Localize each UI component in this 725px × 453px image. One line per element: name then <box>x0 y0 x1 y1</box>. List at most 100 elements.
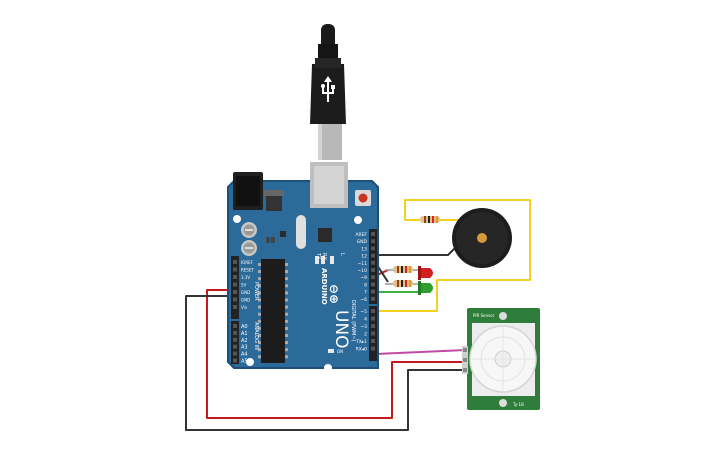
pir-sensor: PIR Sensor Ty-1B <box>462 308 540 410</box>
digital-pin-label: 7 <box>364 290 367 296</box>
analog-pin[interactable] <box>233 351 237 356</box>
chip-pin <box>258 326 261 330</box>
digital-pin-label: ~11 <box>358 261 368 267</box>
power-pin[interactable] <box>233 290 237 294</box>
chip-pin <box>285 341 288 345</box>
power-pin-label: IOREF <box>241 260 254 265</box>
power-pin[interactable] <box>233 305 237 309</box>
capacitor <box>241 222 257 238</box>
power-pin-label: Vin <box>241 305 248 310</box>
crystal-oscillator <box>296 215 306 249</box>
chip-pin <box>285 263 288 266</box>
digital-pin[interactable] <box>371 268 375 272</box>
analog-pin-label: A0 <box>241 324 248 330</box>
digital-pin[interactable] <box>371 346 375 351</box>
power-pin[interactable] <box>233 282 237 287</box>
digital-pin-label: AREF <box>355 232 367 238</box>
analog-pin-label: A3 <box>241 345 248 351</box>
power-pin[interactable] <box>233 260 237 264</box>
chip-pin <box>258 298 261 302</box>
analog-pin[interactable] <box>233 344 237 349</box>
pir-pin[interactable] <box>463 368 467 372</box>
arduino-logo: ⊖⊕ ARDUINO UNO <box>320 268 351 349</box>
digital-pin-label: ~5 <box>360 309 367 315</box>
digital-pin[interactable] <box>371 309 375 313</box>
wire-signal-magenta <box>374 349 467 355</box>
digital-header-high <box>369 229 377 304</box>
digital-pin-label: 4 <box>364 317 367 323</box>
analog-label: ANALOG IN <box>253 322 259 350</box>
power-pin-label: RESET <box>241 268 254 273</box>
digital-pin[interactable] <box>371 339 375 343</box>
chip-pin <box>285 334 288 337</box>
digital-pin[interactable] <box>371 282 375 287</box>
piezo-buzzer <box>452 208 512 268</box>
chip-pin <box>258 341 261 345</box>
digital-pin-label: 8 <box>364 282 367 288</box>
red-led <box>418 266 433 280</box>
analog-pin[interactable] <box>233 330 237 335</box>
analog-pin-label: A2 <box>241 338 248 344</box>
digital-pin[interactable] <box>371 239 375 244</box>
power-pin-label: GND <box>241 298 250 303</box>
rx-label: RX <box>321 253 327 260</box>
resistor <box>420 216 440 223</box>
digital-pin[interactable] <box>371 324 375 328</box>
digital-label: DIGITAL (PWM~) <box>350 300 356 342</box>
analog-pin-label: A1 <box>241 331 248 337</box>
power-pin-label: 5V <box>241 283 247 288</box>
power-pin[interactable] <box>233 267 237 272</box>
analog-pin[interactable] <box>233 337 237 342</box>
resistor <box>385 280 420 287</box>
analog-header <box>231 321 239 364</box>
digital-pin-label: GND <box>357 239 368 245</box>
digital-pin[interactable] <box>371 260 375 265</box>
chip-pin <box>258 305 261 309</box>
digital-pin[interactable] <box>371 289 375 294</box>
chip-pin <box>285 270 288 274</box>
chip-pin <box>258 334 261 337</box>
pir-top-label: PIR Sensor <box>473 313 495 318</box>
digital-pin[interactable] <box>371 253 375 258</box>
chip-pin <box>285 277 288 281</box>
analog-pin-label: A4 <box>241 352 248 358</box>
digital-pin-label: 12 <box>361 254 367 260</box>
chip-pin <box>258 319 261 323</box>
digital-pin[interactable] <box>371 275 375 280</box>
analog-pin[interactable] <box>233 358 237 363</box>
pir-pin[interactable] <box>463 348 467 352</box>
power-pin[interactable] <box>233 297 237 302</box>
analog-pin[interactable] <box>233 324 237 328</box>
pir-bottom-label: Ty-1B <box>512 402 524 407</box>
buzzer-center <box>477 233 487 243</box>
chip-pin <box>258 263 261 266</box>
digital-pin-label: TX▸1 <box>355 339 367 345</box>
arduino-brand: ARDUINO <box>320 268 328 305</box>
chip-pin <box>258 291 261 295</box>
digital-pin-label: 13 <box>361 246 367 252</box>
arduino-board: TX RX L ON ⊖⊕ ARDUINO UNO DIGITAL (PWM~)… <box>227 162 379 372</box>
usb-controller-chip <box>318 228 332 242</box>
chip-pin <box>258 355 261 359</box>
chip-pin <box>285 291 288 295</box>
digital-pin[interactable] <box>371 316 375 321</box>
digital-pin[interactable] <box>371 331 375 336</box>
digital-pin[interactable] <box>371 232 375 236</box>
mounting-hole <box>246 358 254 366</box>
digital-pin[interactable] <box>371 246 375 251</box>
digital-pin-label: ~6 <box>360 297 367 303</box>
tx-led <box>315 256 319 264</box>
on-led <box>328 349 334 353</box>
analog-pin-label: A5 <box>241 359 248 365</box>
chip-pin <box>258 270 261 274</box>
on-label: ON <box>337 349 343 354</box>
mounting-hole <box>354 216 362 224</box>
reset-button-cap[interactable] <box>358 193 368 203</box>
pir-pin[interactable] <box>463 358 467 362</box>
power-label: POWER <box>253 282 259 301</box>
digital-pin[interactable] <box>371 296 375 301</box>
power-pin[interactable] <box>233 275 237 279</box>
